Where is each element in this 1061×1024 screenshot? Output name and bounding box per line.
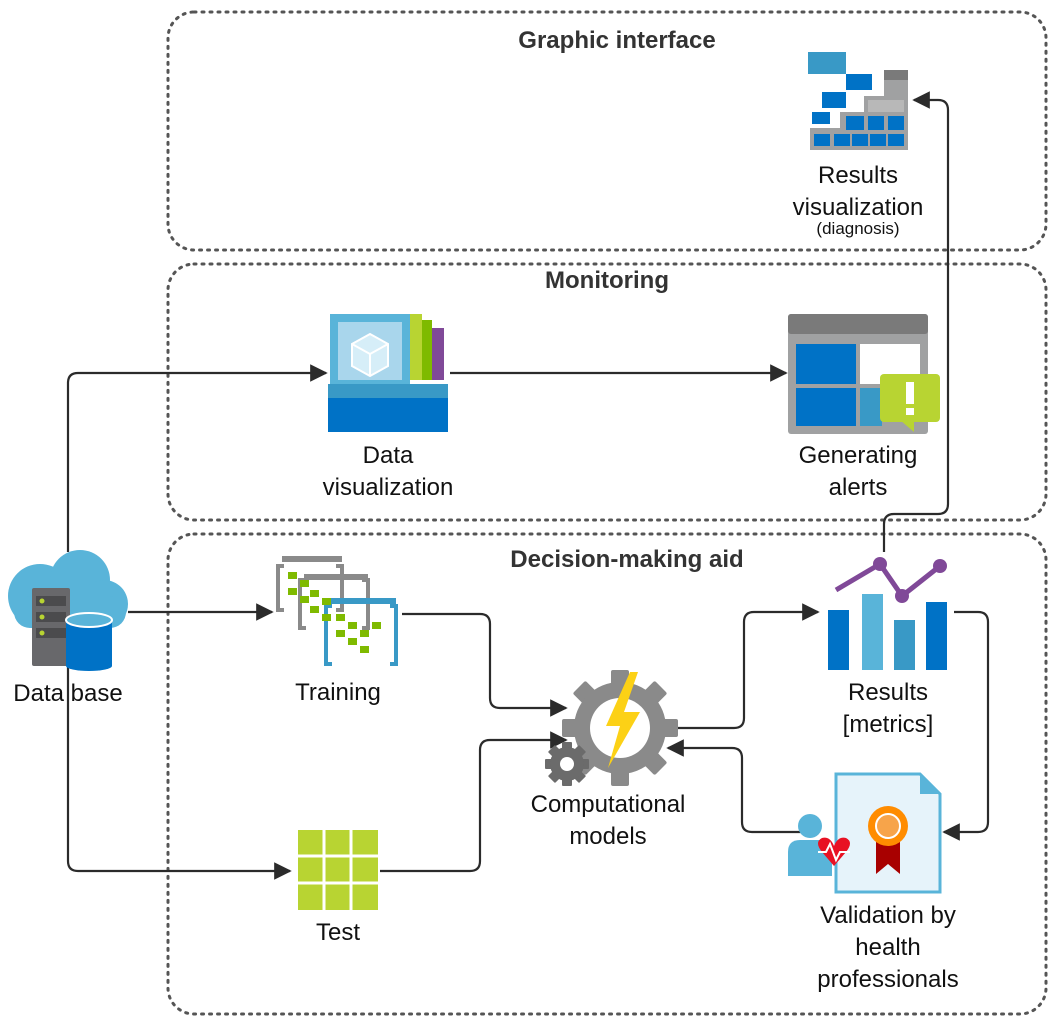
svg-text:professionals: professionals xyxy=(817,966,958,993)
connector-models-to-results xyxy=(660,603,820,730)
health-certificate-icon xyxy=(788,772,942,894)
connector-training-to-models xyxy=(402,612,568,717)
connector-validation-to-models xyxy=(666,739,808,834)
region-decision-making: Decision-making aid xyxy=(166,532,1048,1016)
gear-lightning-icon xyxy=(545,670,678,786)
connector-results-to-validation xyxy=(942,610,990,841)
region-graphic-interface: Graphic interface xyxy=(166,10,1048,252)
connectors xyxy=(66,91,990,880)
region-title-monitoring: Monitoring xyxy=(545,267,669,294)
bar-line-chart-icon xyxy=(828,557,947,670)
test-label: Test xyxy=(316,919,360,946)
svg-text:health: health xyxy=(855,934,920,961)
stair-chart-icon xyxy=(808,52,908,150)
test-grid-icon xyxy=(298,830,378,910)
data-cube-icon xyxy=(328,314,448,432)
generating-alerts-label: Generating alerts xyxy=(799,442,918,501)
region-title-graphic-interface: Graphic interface xyxy=(518,27,715,54)
region-monitoring: Monitoring xyxy=(166,262,1048,522)
svg-text:Computational: Computational xyxy=(531,791,686,818)
svg-text:models: models xyxy=(569,823,646,850)
results-visualization-label: Results visualization (diagnosis) xyxy=(793,162,924,238)
connector-db-to-data-visualization xyxy=(66,364,328,552)
alert-dashboard-icon xyxy=(788,314,940,434)
svg-text:Generating: Generating xyxy=(799,442,918,469)
connector-db-to-test xyxy=(66,640,292,880)
svg-text:[metrics]: [metrics] xyxy=(843,711,934,738)
svg-text:Results: Results xyxy=(848,679,928,706)
training-label: Training xyxy=(295,679,381,706)
data-base-label: Data base xyxy=(13,680,122,707)
training-data-icon xyxy=(276,556,398,666)
region-title-decision-making: Decision-making aid xyxy=(510,546,743,573)
svg-text:Validation by: Validation by xyxy=(820,902,956,929)
svg-text:(diagnosis): (diagnosis) xyxy=(816,219,899,238)
svg-text:alerts: alerts xyxy=(829,474,888,501)
connector-test-to-models xyxy=(380,731,568,873)
results-metrics-label: Results [metrics] xyxy=(843,679,934,738)
validation-label: Validation by health professionals xyxy=(817,902,958,993)
svg-text:visualization: visualization xyxy=(323,474,454,501)
computational-models-label: Computational models xyxy=(531,791,686,850)
svg-text:visualization: visualization xyxy=(793,194,924,221)
svg-text:Results: Results xyxy=(818,162,898,189)
data-visualization-label: Data visualization xyxy=(323,442,454,501)
cloud-database-icon xyxy=(8,550,128,671)
connector-results-to-visualization xyxy=(882,91,950,552)
svg-text:Data: Data xyxy=(363,442,414,469)
